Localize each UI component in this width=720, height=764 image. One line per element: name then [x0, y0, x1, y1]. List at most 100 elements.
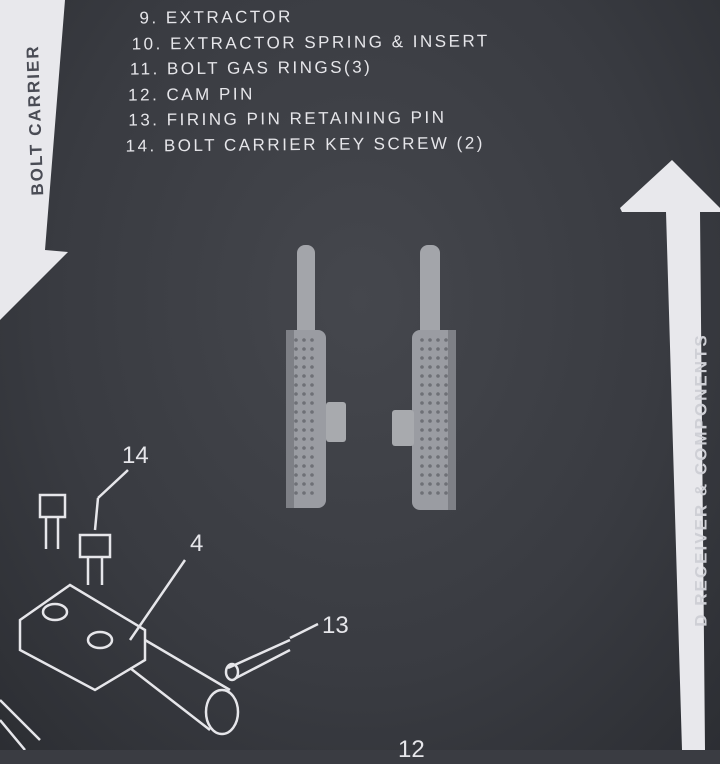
texture-dot	[302, 347, 306, 351]
parts-legend: 9. EXTRACTOR 10. EXTRACTOR SPRING & INSE…	[125, 2, 490, 158]
texture-dot	[420, 383, 424, 387]
texture-dot	[420, 437, 424, 441]
texture-dot	[294, 365, 298, 369]
texture-dot	[420, 482, 424, 486]
texture-dot	[420, 338, 424, 342]
texture-dot	[436, 356, 440, 360]
texture-dot	[420, 473, 424, 477]
texture-dot	[444, 437, 448, 441]
texture-dot	[428, 419, 432, 423]
texture-dot	[294, 482, 298, 486]
texture-dot	[444, 383, 448, 387]
texture-dot	[302, 365, 306, 369]
texture-dot	[436, 473, 440, 477]
texture-dot	[302, 419, 306, 423]
texture-dot	[310, 374, 314, 378]
texture-dot	[420, 428, 424, 432]
texture-dot	[310, 347, 314, 351]
texture-dot	[420, 455, 424, 459]
texture-dot	[428, 401, 432, 405]
texture-dot	[420, 446, 424, 450]
texture-dot	[444, 446, 448, 450]
texture-dot	[428, 365, 432, 369]
texture-dot	[420, 347, 424, 351]
texture-dot	[302, 482, 306, 486]
callout-14: 14	[122, 442, 149, 469]
texture-dot	[302, 401, 306, 405]
legend-item: 9. EXTRACTOR	[139, 7, 293, 28]
texture-dot	[302, 392, 306, 396]
texture-dot	[444, 419, 448, 423]
legend-item: 14. BOLT CARRIER KEY SCREW (2)	[125, 132, 485, 156]
texture-dot	[310, 482, 314, 486]
texture-dot	[444, 410, 448, 414]
texture-dot	[420, 356, 424, 360]
texture-dot	[420, 374, 424, 378]
texture-dot	[310, 455, 314, 459]
texture-dot	[294, 464, 298, 468]
pin-texture-dots	[294, 338, 448, 495]
texture-dot	[428, 464, 432, 468]
texture-dot	[428, 437, 432, 441]
texture-dot	[294, 491, 298, 495]
texture-dot	[310, 365, 314, 369]
texture-dot	[436, 401, 440, 405]
texture-dot	[310, 356, 314, 360]
texture-dot	[302, 446, 306, 450]
texture-dot	[310, 419, 314, 423]
texture-dot	[436, 383, 440, 387]
texture-dot	[294, 410, 298, 414]
texture-dot	[302, 356, 306, 360]
callout-13: 13	[322, 612, 349, 639]
texture-dot	[436, 482, 440, 486]
texture-dot	[436, 374, 440, 378]
texture-dot	[294, 356, 298, 360]
texture-dot	[310, 383, 314, 387]
texture-dot	[436, 437, 440, 441]
texture-dot	[420, 464, 424, 468]
texture-dot	[302, 473, 306, 477]
texture-dot	[310, 446, 314, 450]
legend-item: 11. BOLT GAS RINGS(3)	[129, 57, 373, 79]
callout-4: 4	[190, 530, 204, 557]
texture-dot	[310, 338, 314, 342]
texture-dot	[444, 473, 448, 477]
texture-dot	[420, 410, 424, 414]
texture-dot	[444, 482, 448, 486]
texture-dot	[436, 419, 440, 423]
texture-dot	[436, 491, 440, 495]
texture-dot	[294, 338, 298, 342]
texture-dot	[444, 392, 448, 396]
texture-dot	[436, 365, 440, 369]
texture-dot	[428, 347, 432, 351]
texture-dot	[428, 455, 432, 459]
texture-dot	[444, 428, 448, 432]
texture-dot	[302, 491, 306, 495]
texture-dot	[428, 356, 432, 360]
texture-dot	[428, 374, 432, 378]
texture-dot	[302, 437, 306, 441]
texture-dot	[444, 356, 448, 360]
texture-dot	[444, 401, 448, 405]
texture-dot	[444, 365, 448, 369]
texture-dot	[436, 410, 440, 414]
texture-dot	[436, 455, 440, 459]
texture-dot	[436, 446, 440, 450]
texture-dot	[444, 464, 448, 468]
texture-dot	[302, 464, 306, 468]
texture-dot	[294, 446, 298, 450]
texture-dot	[310, 428, 314, 432]
texture-dot	[436, 428, 440, 432]
texture-dot	[310, 401, 314, 405]
texture-dot	[310, 410, 314, 414]
texture-dot	[294, 455, 298, 459]
texture-dot	[310, 392, 314, 396]
texture-dot	[310, 473, 314, 477]
right-arrow-label: D RECEIVER & COMPONENTS	[691, 333, 711, 627]
texture-dot	[302, 428, 306, 432]
texture-dot	[444, 347, 448, 351]
texture-dot	[436, 338, 440, 342]
texture-dot	[444, 338, 448, 342]
